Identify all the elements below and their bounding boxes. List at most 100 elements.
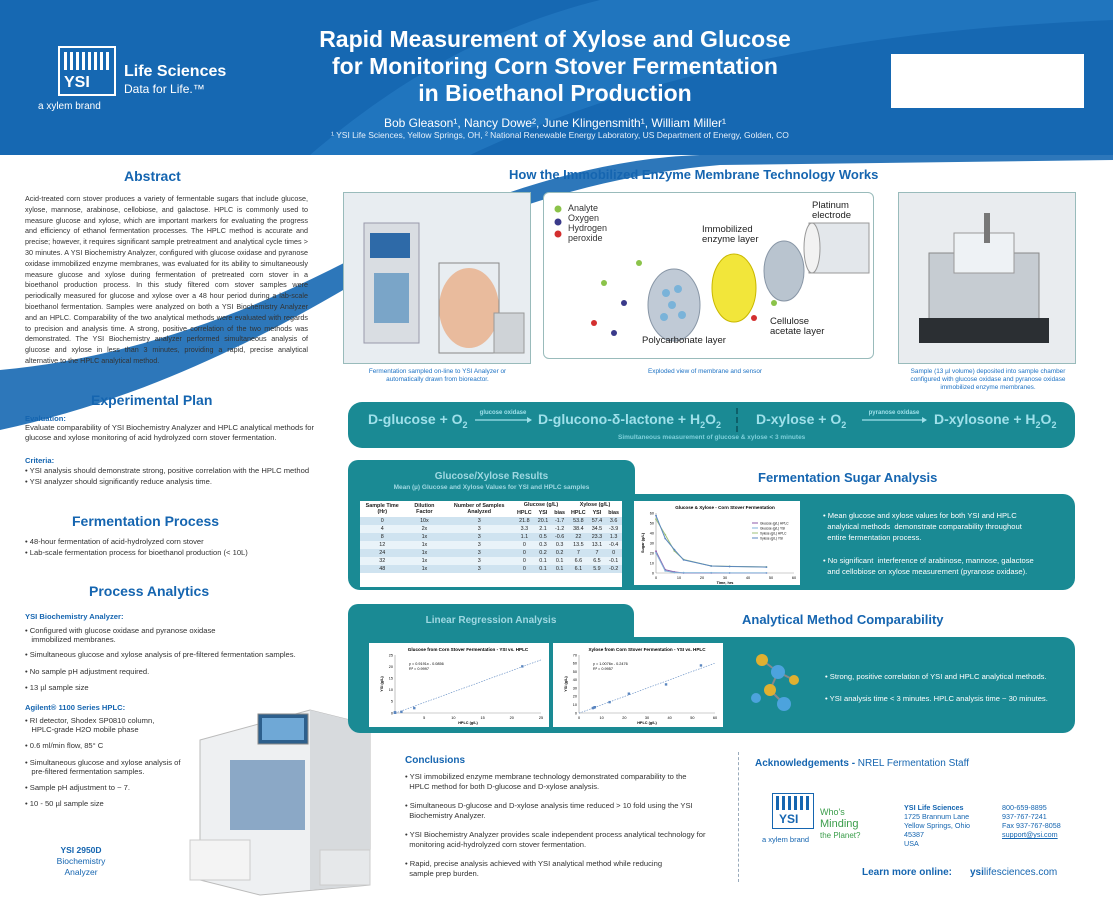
- table-cell: 1x: [404, 533, 445, 541]
- polycarbonate-label: Polycarbonate layer: [642, 335, 726, 346]
- xylose-regression-wrap: Xylose from Corn Stover Fermentation - Y…: [553, 643, 723, 727]
- table-cell: 0.1: [534, 565, 552, 573]
- data-point: [710, 571, 713, 574]
- email-link[interactable]: support@ysi.com: [1002, 830, 1058, 839]
- legend-analyte: Analyte: [568, 203, 599, 213]
- membrane-caption: Exploded view of membrane and sensor: [647, 368, 763, 375]
- ysi-item-4: • No sample pH adjustment required.: [25, 667, 150, 676]
- data-point: [699, 664, 703, 667]
- y-tick-label: 30: [573, 686, 577, 690]
- table-cell: 2.1: [534, 525, 552, 533]
- data-point: [682, 571, 685, 574]
- address-line-2: Yellow Springs, Ohio: [904, 821, 971, 830]
- eq-xylose-left: D-xylose + O: [756, 411, 842, 427]
- conclusion-item: sample prep burden.: [405, 869, 479, 878]
- x-tick-label: 20: [510, 716, 514, 720]
- eq-divider: [736, 408, 738, 432]
- table-cell: 7: [588, 549, 606, 557]
- brand-parent: a xylem brand: [38, 101, 101, 112]
- results-tab: Glucose/Xylose Results Mean (µ) Glucose …: [348, 460, 635, 500]
- table-cell: 6.1: [568, 565, 589, 573]
- y-tick-label: 50: [573, 670, 577, 674]
- fermentation-caption: Fermentation sampled on-line to YSI Anal…: [368, 368, 507, 383]
- immob-line-1: Immobilized: [702, 224, 753, 235]
- data-point: [673, 571, 676, 574]
- eq-arrow-2-label: pyranose oxidase: [868, 410, 920, 416]
- learn-more-label: Learn more online:: [862, 867, 953, 878]
- table-cell: 22: [568, 533, 589, 541]
- table-cell: 3: [444, 549, 515, 557]
- y-axis-label: YSI (g/L): [564, 676, 568, 692]
- x-tick-label: 40: [746, 576, 750, 580]
- x-tick-label: 10: [451, 716, 455, 720]
- eq-glucose-left: D-glucose + O: [368, 411, 463, 427]
- device-caption: YSI 2950D Biochemistry Analyzer: [45, 845, 117, 878]
- table-cell: -0.6: [551, 533, 568, 541]
- brand-tagline: Data for Life.™: [124, 82, 205, 96]
- title-line-2: for Monitoring Corn Stover Fermentation: [332, 53, 778, 79]
- col-dilution: Dilution Factor: [414, 503, 435, 515]
- chart-title: Glucose from Corn Stover Fermentation - …: [408, 647, 529, 652]
- data-point: [765, 566, 768, 568]
- cellulose-line-1: Cellulose: [770, 316, 810, 327]
- evaluation-label: Evaluation:: [25, 414, 66, 423]
- table-cell: 0.1: [551, 565, 568, 573]
- data-point: [655, 518, 657, 521]
- data-point: [393, 711, 397, 714]
- eq-arrow-2: pyranose oxidase: [860, 410, 928, 426]
- table-cell: 1.1: [514, 533, 535, 541]
- xylose-regression-chart: Xylose from Corn Stover Fermentation - Y…: [564, 647, 717, 725]
- series-line: [655, 518, 767, 568]
- col-glucose-hplc: HPLC: [517, 510, 532, 516]
- table-cell: 0.2: [534, 549, 552, 557]
- x-tick-label: 25: [539, 716, 543, 720]
- ysi-item-1: • Configured with glucose oxidase and py…: [25, 626, 216, 635]
- website-link[interactable]: ysilifesciences.com: [970, 867, 1057, 878]
- table-cell: 20.1: [534, 517, 552, 525]
- abstract-text: Acid-treated corn stover produces a vari…: [25, 194, 308, 365]
- x-tick-label: 20: [700, 576, 704, 580]
- table-cell: 5.9: [588, 565, 606, 573]
- sugar-item-3: entire fermentation process.: [823, 533, 922, 542]
- sample-chamber-image: [899, 193, 1075, 363]
- col-group-glucose: Glucose (g/L): [523, 502, 559, 508]
- series-line: [655, 550, 767, 574]
- company-address: YSI Life Sciences 1725 Brannum Lane Yell…: [904, 803, 970, 848]
- analytics-heading: Process Analytics: [89, 583, 210, 599]
- x-tick-label: 10: [600, 716, 604, 720]
- y-tick-label: 10: [573, 703, 577, 707]
- logo-text: YSI: [64, 74, 90, 91]
- table-cell: -0.1: [605, 557, 622, 565]
- comparability-item-2: • YSI analysis time < 3 minutes. HPLC an…: [825, 694, 1048, 703]
- fermentation-item-2: • Lab-scale fermentation process for bio…: [25, 548, 248, 557]
- x-axis-label: Time, hrs: [717, 581, 734, 585]
- y-axis-label: Sugar (g/L): [641, 532, 645, 553]
- conclusion-item: Biochemistry Analyzer.: [405, 811, 486, 820]
- conclusion-item: • Rapid, precise analysis achieved with …: [405, 859, 663, 868]
- x-tick-label: 40: [668, 716, 672, 720]
- ysi-item-5: • 13 µl sample size: [25, 683, 89, 692]
- table-cell: -3.9: [605, 525, 622, 533]
- fax: Fax 937-767-8058: [1002, 821, 1061, 830]
- ack-label: Acknowledgements -: [755, 758, 856, 769]
- device-caption-2: Biochemistry: [56, 856, 106, 866]
- legend-peroxide: peroxide: [568, 233, 603, 243]
- x-tick-label: 60: [713, 716, 717, 720]
- fermentation-item-1: • 48-hour fermentation of acid-hydrolyze…: [25, 537, 204, 546]
- series-line: [655, 552, 767, 574]
- sugar-item-4: • No significant interference of arabino…: [823, 556, 1034, 565]
- y-tick-label: 20: [573, 695, 577, 699]
- eq-lactone-right: D-glucono-δ-lactone + H: [538, 411, 701, 427]
- table-cell: 3: [444, 517, 515, 525]
- table-cell: 3.6: [605, 517, 622, 525]
- x-tick-label: 50: [769, 576, 773, 580]
- eq-tail-2: O: [1040, 411, 1052, 427]
- data-point: [655, 552, 657, 554]
- ysi-item-2: immobilized membranes.: [25, 635, 116, 644]
- y-tick-label: 0: [391, 711, 393, 715]
- who-line-3: the Planet?: [820, 831, 861, 840]
- table-cell: -0.2: [605, 565, 622, 573]
